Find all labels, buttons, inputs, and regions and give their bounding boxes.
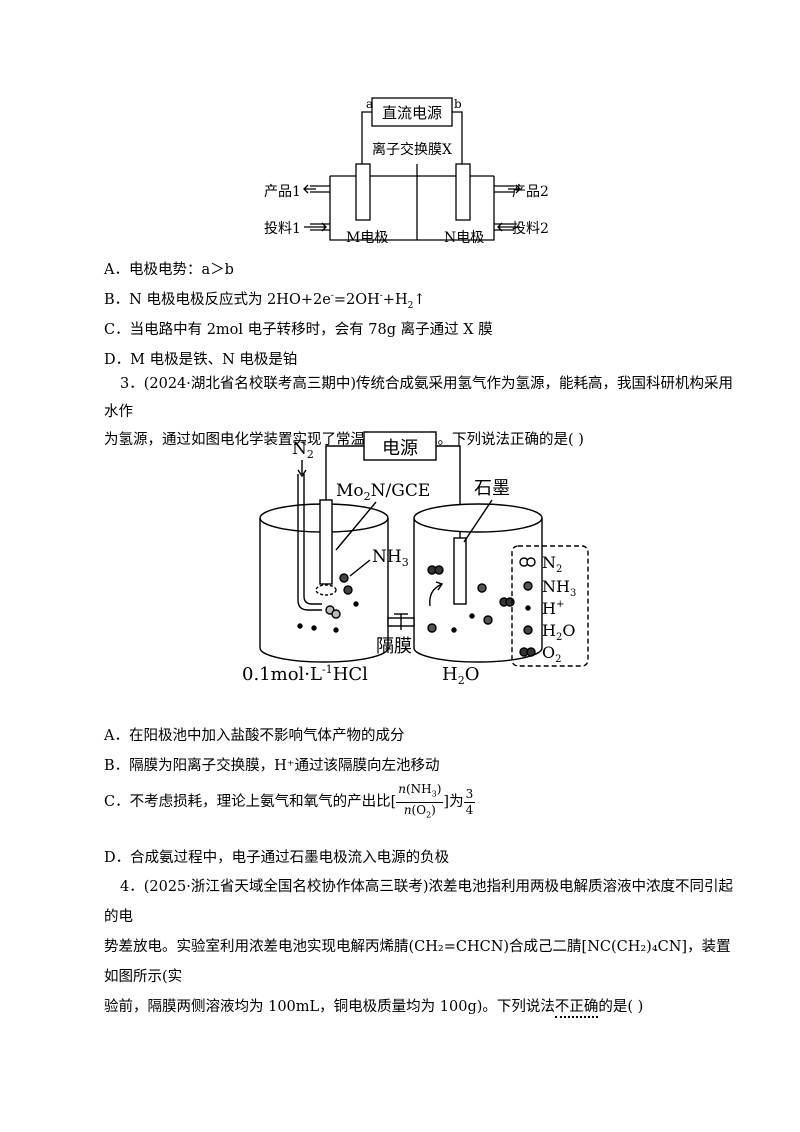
- n-electrode-label: N电极: [444, 230, 484, 246]
- q3-option-c-text: C．不考虑损耗，理论上氨气和氧气的产出比[: [104, 794, 397, 810]
- svg-text:NH3: NH3: [542, 577, 576, 599]
- q2-option-c: C．当电路中有 2mol 电子转移时，会有 78g 离子通过 X 膜: [104, 322, 493, 338]
- q3-option-b: B．隔膜为阳离子交换膜，H⁺通过该隔膜向左池移动: [104, 758, 440, 774]
- left-solution-label: 0.1mol·L-1HCl: [242, 663, 368, 685]
- q2-option-b-formula: O+2e-=2OH-+H2↑: [288, 291, 426, 311]
- power-label: 电源: [382, 438, 418, 459]
- graphite-electrode: [453, 537, 467, 605]
- legend-o2: O2: [519, 643, 562, 665]
- legend-box: [511, 545, 589, 667]
- ratio-fraction: n(NH3)n(O2): [396, 782, 444, 819]
- membrane-label: 隔膜: [376, 636, 412, 657]
- q2-option-d: D．M 电极是铁、N 电极是铂: [104, 352, 298, 368]
- feed-1-label: 投料1: [264, 221, 301, 237]
- terminal-b: b: [454, 97, 462, 111]
- legend-h-plus: H+: [525, 599, 564, 618]
- legend-n2: N2: [519, 553, 562, 575]
- n-electrode: [455, 163, 471, 221]
- n2-inlet-label: N2: [292, 439, 314, 461]
- right-solution-label: H2O: [442, 664, 479, 687]
- m-electrode: [355, 163, 371, 221]
- q4-line3: 验前，隔膜两侧溶液均为 100mL，铜电极质量均为 100g)。下列说法不正确的…: [104, 999, 643, 1018]
- q4-line1: 4．(2025·浙江省天域全国名校协作体高三联考)浓差电池指利用两极电解质溶液中…: [104, 879, 734, 925]
- q2-option-a: A．电极电势：a＞b: [104, 262, 234, 278]
- q4-line2: 势差放电。实验室利用浓差电池实现电解丙烯腈(CH₂=CHCN)合成己二腈[NC(…: [104, 939, 731, 985]
- svg-text:H2O: H2O: [542, 621, 575, 643]
- svg-text:O2: O2: [542, 643, 562, 665]
- nh3-label: NH3: [372, 547, 409, 569]
- m-electrode-label: M电极: [346, 230, 388, 246]
- q3-option-a: A．在阳极池中加入盐酸不影响气体产物的成分: [104, 728, 405, 744]
- q3-stem: 3．(2024·湖北省名校联考高三期中)传统合成氨采用氢气作为氢源，能耗高，我国…: [104, 370, 744, 454]
- ammonia-synthesis-diagram: 电源 N2 Mo2N/GCE 石墨 NH3 隔膜 0.1mol·L-1HCl H…: [242, 431, 589, 687]
- q3-stem-line2: 为氢源，通过如图电化学装置实现了常温下氨的合成。下列说法正确的是( ): [104, 432, 584, 448]
- q2-option-b: B．N 电极电极反应式为 2HO+2e-=2OH-+H2↑: [104, 288, 425, 311]
- legend-nh3: NH3: [523, 577, 576, 599]
- q2-option-b-text: B．N 电极电极反应式为 2H: [104, 292, 289, 308]
- dc-power-label: 直流电源: [382, 104, 442, 122]
- legend-h2o: H2O: [523, 621, 575, 643]
- ion-exchange-membrane-label: 离子交换膜X: [372, 141, 452, 158]
- q3-option-c-suffix: ]为: [443, 794, 464, 810]
- q4-stem: 4．(2025·浙江省天域全国名校协作体高三联考)浓差电池指利用两极电解质溶液中…: [104, 872, 744, 1022]
- terminal-a: a: [366, 97, 373, 111]
- q3-option-d: D．合成氨过程中，电子通过石墨电极流入电源的负极: [104, 850, 450, 866]
- graphite-label: 石墨: [474, 478, 510, 499]
- q3-stem-line1: 3．(2024·湖北省名校联考高三期中)传统合成氨采用氢气作为氢源，能耗高，我国…: [104, 376, 734, 420]
- electrolysis-diagram-1: 直流电源 a b 离子交换膜X 产品1 投料1 产品2 投料2 M电极 N电极: [264, 97, 549, 246]
- cathode-label: Mo2N/GCE: [336, 481, 430, 503]
- svg-text:N2: N2: [542, 553, 562, 575]
- product-2-label: 产品2: [512, 184, 549, 200]
- feed-2-label: 投料2: [512, 221, 549, 237]
- emphasis-not-correct: 不正确: [554, 999, 599, 1018]
- product-1-label: 产品1: [264, 184, 301, 200]
- mo2n-gce-electrode: [319, 499, 333, 585]
- svg-text:H+: H+: [542, 599, 564, 618]
